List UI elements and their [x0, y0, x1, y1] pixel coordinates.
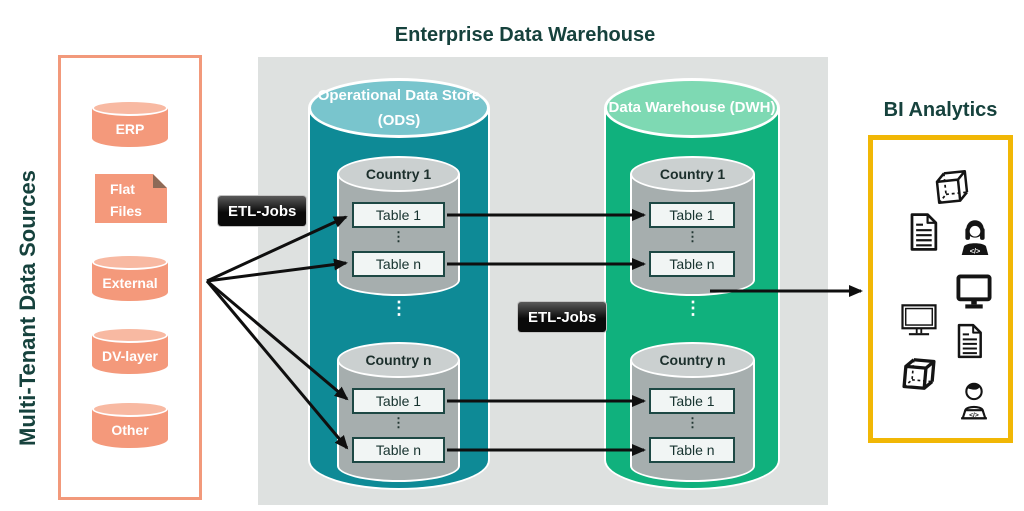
- source-label: Other: [111, 421, 149, 438]
- more-tables-ellipsis: ⋮: [686, 415, 699, 430]
- country-label: Country n: [365, 352, 432, 368]
- cube-3d-icon: [927, 162, 978, 213]
- ods-title: Operational Data Store (ODS): [317, 86, 481, 130]
- source-dv-layer-cylinder: DV-layer: [92, 327, 168, 374]
- code-glyph: </>: [969, 412, 979, 419]
- etl-jobs-badge-middle: ETL-Jobs: [518, 302, 607, 332]
- country-label: Country 1: [365, 166, 432, 182]
- code-glyph: </>: [970, 247, 981, 256]
- monitor-filled-icon: [951, 270, 997, 314]
- more-countries-ellipsis: ⋮: [390, 298, 408, 318]
- cylinder-top: [92, 327, 168, 343]
- cylinder-top: [630, 342, 755, 378]
- table-box: Table n: [352, 437, 445, 463]
- etl-label: ETL-Jobs: [228, 202, 297, 220]
- bi-analytics-box: </>: [868, 135, 1013, 443]
- cylinder-top: [337, 156, 460, 192]
- source-erp-cylinder: ERP: [92, 100, 168, 147]
- dwh-country-n-cylinder: Country n Table 1 ⋮ Table n: [630, 342, 755, 482]
- etl-label: ETL-Jobs: [528, 308, 597, 326]
- source-flat-files-document: Flat Files: [95, 174, 167, 223]
- female-developer-icon: </>: [953, 216, 997, 262]
- cube-3d-bold-icon: [895, 350, 943, 398]
- report-document-icon: [901, 210, 945, 254]
- source-external-cylinder: External: [92, 254, 168, 301]
- developer-laptop-icon: </>: [951, 378, 997, 426]
- more-tables-ellipsis: ⋮: [392, 415, 405, 430]
- table-box: Table n: [649, 437, 735, 463]
- source-label: DV-layer: [101, 347, 159, 364]
- cylinder-top: [308, 78, 490, 138]
- diagram-title: Enterprise Data Warehouse: [394, 24, 656, 46]
- source-label: ERP: [115, 120, 145, 137]
- report-document-icon: [949, 320, 989, 362]
- source-other-cylinder: Other: [92, 401, 168, 448]
- bi-analytics-title: BI Analytics: [883, 99, 998, 121]
- table-box: Table 1: [352, 202, 445, 228]
- table-box: Table 1: [352, 388, 445, 414]
- table-box: Table n: [649, 251, 735, 277]
- ods-country-n-cylinder: Country n Table 1 ⋮ Table n: [337, 342, 460, 482]
- country-label: Country 1: [659, 166, 726, 182]
- cylinder-top: [604, 78, 780, 138]
- source-label: Flat Files: [110, 181, 142, 219]
- more-tables-ellipsis: ⋮: [392, 229, 405, 244]
- dwh-country-1-cylinder: Country 1 Table 1 ⋮ Table n: [630, 156, 755, 296]
- monitor-outline-icon: [895, 298, 943, 342]
- country-label: Country n: [659, 352, 726, 368]
- cylinder-top: [630, 156, 755, 192]
- cylinder-top: [92, 401, 168, 417]
- source-label: External: [102, 274, 158, 291]
- more-countries-ellipsis: ⋮: [684, 298, 702, 318]
- table-box: Table n: [352, 251, 445, 277]
- etl-jobs-badge-left: ETL-Jobs: [218, 196, 307, 226]
- cylinder-top: [92, 254, 168, 270]
- dwh-title: Data Warehouse (DWH): [608, 99, 776, 117]
- more-tables-ellipsis: ⋮: [686, 229, 699, 244]
- sources-group-label: Multi-Tenant Data Sources: [15, 170, 40, 446]
- ods-country-1-cylinder: Country 1 Table 1 ⋮ Table n: [337, 156, 460, 296]
- table-box: Table 1: [649, 202, 735, 228]
- cylinder-top: [92, 100, 168, 116]
- table-box: Table 1: [649, 388, 735, 414]
